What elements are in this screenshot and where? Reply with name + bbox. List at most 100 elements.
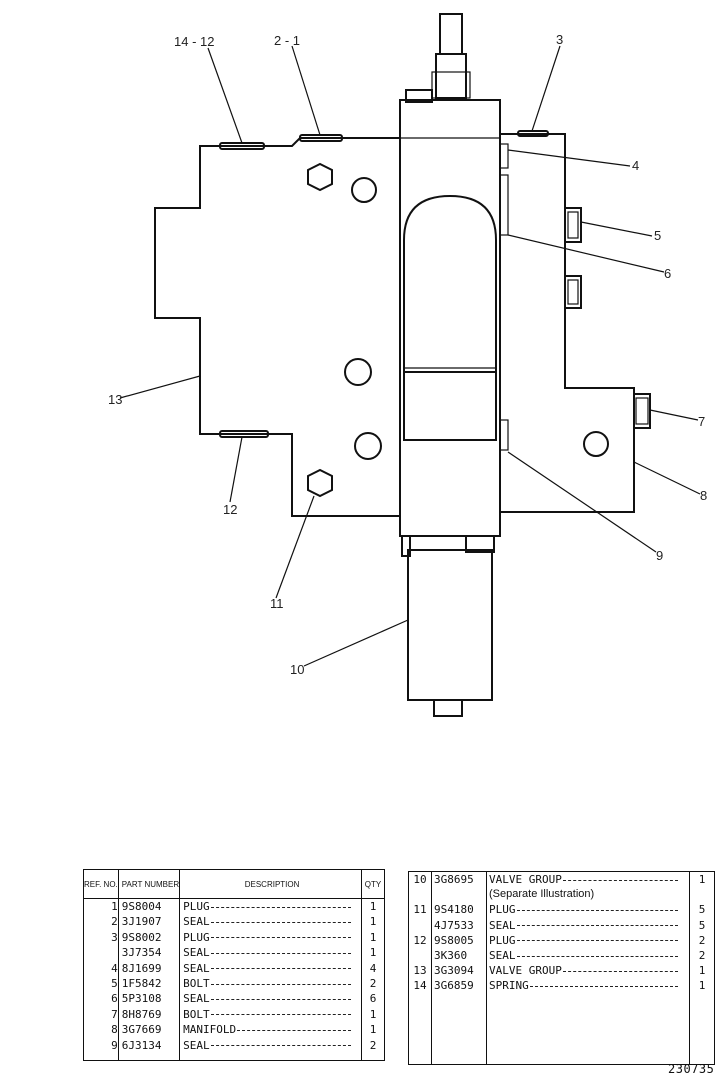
description-text: SEAL <box>489 949 516 963</box>
header-part-number: PART NUMBER <box>118 870 181 899</box>
part-number: 3J1907 <box>118 914 181 930</box>
mounting-holes <box>344 177 609 460</box>
bolts <box>564 207 651 429</box>
quantity: 1 <box>369 930 377 944</box>
callout-4: 4 <box>632 158 639 173</box>
description-text: SEAL <box>183 961 210 975</box>
description: MANIFOLD <box>179 1022 362 1038</box>
blank-cell <box>486 993 690 1064</box>
description-text: SEAL <box>183 915 210 929</box>
blank-cell <box>118 1053 181 1061</box>
blank-cell <box>690 994 715 1064</box>
description: SEAL <box>179 991 362 1007</box>
ref-no: 3 <box>84 929 119 946</box>
ref-no: 8 <box>84 1022 119 1038</box>
description-text: SEAL <box>183 946 210 960</box>
part-number: 9S8002 <box>118 929 181 946</box>
description: SEAL <box>486 948 690 964</box>
description-text: SPRING <box>489 979 529 993</box>
callout-5: 5 <box>654 228 661 243</box>
quantity <box>690 887 715 902</box>
part-number: 9S8004 <box>118 898 181 915</box>
callout-3: 3 <box>556 32 563 47</box>
dot-leader <box>516 940 678 942</box>
description-text: BOLT <box>183 977 210 991</box>
callout-11: 11 <box>270 596 284 611</box>
top-stem <box>405 13 471 103</box>
description-text: (Separate Illustration) <box>489 888 595 901</box>
description: PLUG <box>486 902 690 918</box>
quantity: 1 <box>369 915 377 929</box>
leader-lines <box>119 45 701 667</box>
ref-no: 12 <box>409 932 432 949</box>
description-text: PLUG <box>183 930 210 944</box>
part-number: 5P3108 <box>118 991 181 1007</box>
hex-plug-upper <box>307 162 333 192</box>
quantity: 4 <box>369 961 377 975</box>
spool-window <box>403 194 497 441</box>
dot-leader <box>210 983 351 985</box>
quantity: 2 <box>698 933 706 947</box>
callout-9: 9 <box>656 548 663 563</box>
callout-14-12: 14 - 12 <box>174 34 214 49</box>
ref-no: 1 <box>84 898 119 915</box>
blank-cell <box>431 993 487 1064</box>
part-number: 8J1699 <box>118 960 181 977</box>
dot-leader <box>562 970 678 972</box>
ref-no: 4 <box>84 960 119 977</box>
description-text: VALVE GROUP <box>489 964 562 978</box>
blank-cell <box>179 1053 362 1061</box>
description: PLUG <box>179 929 362 946</box>
manifold-outline <box>154 137 400 517</box>
dot-leader <box>210 1045 351 1047</box>
header-description: DESCRIPTION <box>179 870 362 899</box>
ref-no: 13 <box>409 963 432 979</box>
description-text: PLUG <box>489 903 516 917</box>
seals <box>219 130 549 438</box>
lower-valve-group <box>401 535 495 717</box>
dot-leader <box>210 906 351 908</box>
header-ref-no: REF. NO. <box>84 870 119 899</box>
dot-leader <box>210 921 351 923</box>
blank-cell <box>362 1053 385 1060</box>
quantity: 5 <box>698 903 706 917</box>
ref-no <box>409 917 432 933</box>
ref-no <box>409 887 432 903</box>
description: SEAL <box>179 914 362 930</box>
dot-leader <box>529 985 678 987</box>
quantity: 1 <box>698 964 706 978</box>
description-text: SEAL <box>489 918 516 932</box>
description: BOLT <box>179 976 362 992</box>
callout-2-1: 2 - 1 <box>274 33 300 48</box>
blank-cell <box>84 1053 119 1061</box>
quantity: 5 <box>698 918 706 932</box>
parts-row: (Separate Illustration) <box>409 887 715 903</box>
quantity: 2 <box>698 949 706 963</box>
dot-leader <box>237 1029 352 1031</box>
blank-row <box>84 1053 385 1061</box>
part-number: 3G7669 <box>118 1022 181 1038</box>
dot-leader <box>210 968 351 970</box>
dot-leader <box>210 1014 351 1016</box>
description: SEAL <box>179 960 362 977</box>
quantity: 1 <box>369 900 377 913</box>
illustration-number: 230735 <box>668 1062 715 1076</box>
manifold-outline-right <box>500 133 635 513</box>
part-number: 8H8769 <box>118 1006 181 1023</box>
description-text: PLUG <box>183 900 210 913</box>
ref-no: 7 <box>84 1006 119 1023</box>
description: PLUG <box>179 898 362 915</box>
description: BOLT <box>179 1006 362 1023</box>
quantity: 1 <box>369 1023 377 1037</box>
description-text: MANIFOLD <box>183 1023 237 1037</box>
quantity: 1 <box>369 946 377 960</box>
